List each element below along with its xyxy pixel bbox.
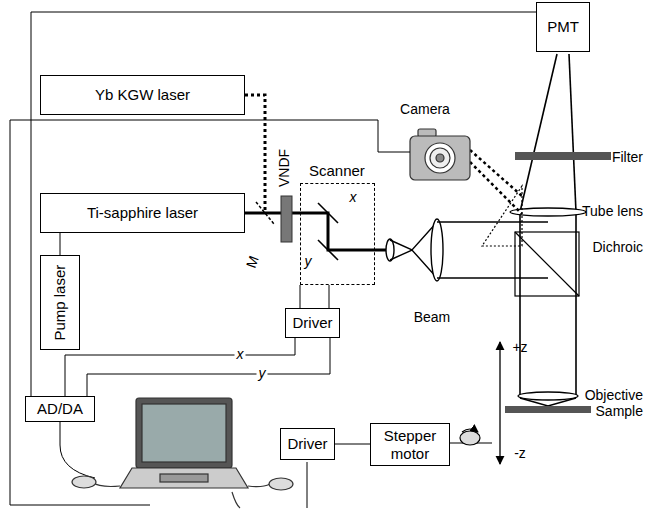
- signal-wire: [87, 338, 330, 396]
- signal-wire: [31, 12, 536, 396]
- sample-slide-stroke: [505, 406, 591, 413]
- part-label: Tube lens: [582, 204, 643, 219]
- beam-expander-stroke: [437, 277, 548, 279]
- part-label: Dichroic: [592, 240, 643, 255]
- scanner-box: Scanner: [300, 183, 375, 285]
- camera-rays: [470, 150, 522, 214]
- yb-beam: [245, 95, 265, 210]
- node-text: Yb KGW laser: [95, 86, 190, 103]
- part-label: y: [305, 254, 312, 269]
- laptop-computer-stroke: [160, 474, 208, 482]
- filter-bar-stroke: [515, 152, 611, 160]
- camera-icon-stroke: [430, 148, 450, 168]
- mirror-m: [256, 202, 274, 224]
- signal-wires: [10, 120, 410, 508]
- part-label: Filter: [612, 150, 643, 165]
- prism-stroke: [482, 186, 522, 246]
- node-text: Ti-sapphire laser: [87, 204, 198, 221]
- laser-beam-stroke: [245, 213, 390, 250]
- signal-wire: [60, 233, 61, 255]
- node-text: Pump laser: [51, 265, 68, 341]
- part-label: M: [244, 254, 262, 270]
- node-text: Stepper motor: [371, 427, 449, 462]
- signal-wires-stroke: [60, 422, 95, 478]
- laptop-computer-stroke: [269, 478, 293, 490]
- part-label: +z: [512, 340, 527, 355]
- laser-beam: [245, 213, 390, 250]
- laptop-computer-stroke: [248, 484, 270, 487]
- detection-path-stroke: [569, 54, 576, 212]
- beam-expander-stroke: [390, 250, 437, 278]
- scanner-mirrors-stroke: [318, 203, 338, 223]
- part-label: x: [350, 190, 357, 205]
- vndf-filter-stroke: [281, 196, 292, 242]
- detection-path-stroke: [519, 212, 521, 395]
- dichroic-cube-stroke: [515, 232, 579, 296]
- dichroic-cube-stroke: [515, 232, 579, 296]
- laptop-computer-stroke: [142, 404, 226, 462]
- beam-expander-stroke: [386, 239, 394, 261]
- beam-expander-stroke: [390, 222, 437, 250]
- detector-box: PMT: [536, 2, 590, 52]
- laser-box: Pump laser: [40, 255, 80, 350]
- rotation-symbol-stroke: [462, 429, 478, 432]
- signal-name: y: [257, 366, 268, 381]
- laptop-computer-stroke: [72, 476, 96, 488]
- part-label: VNDF: [277, 149, 292, 187]
- node-text: PMT: [547, 18, 579, 35]
- signal-wire: [335, 444, 370, 445]
- node-text: Scanner: [309, 162, 365, 179]
- signal-name: x: [235, 347, 246, 362]
- signal-wire: [329, 285, 330, 308]
- node-text: AD/DA: [37, 400, 83, 417]
- scanner-mirrors-stroke: [318, 240, 338, 260]
- motor-box: Stepper motor: [370, 423, 450, 466]
- mirror-m-stroke: [256, 202, 274, 224]
- detection-path-stroke: [520, 54, 557, 212]
- node-text: Driver: [293, 314, 333, 331]
- camera-icon-stroke: [425, 143, 455, 173]
- detection-path: [520, 54, 576, 406]
- vndf-filter: [281, 196, 292, 242]
- signal-wire: [300, 285, 301, 308]
- beam-expander-stroke: [437, 221, 548, 223]
- signal-wires-stroke: [307, 462, 308, 508]
- objective-lens: [518, 392, 578, 400]
- part-label: -z: [514, 446, 526, 461]
- laptop-computer-stroke: [232, 492, 240, 508]
- filter-bar: [515, 152, 611, 160]
- camera-icon-stroke: [410, 136, 470, 180]
- dichroic-cube: [515, 232, 579, 296]
- node-text: Driver: [288, 435, 328, 452]
- camera-icon: [410, 129, 470, 180]
- detection-path-stroke: [575, 212, 577, 395]
- signal-wires-stroke: [10, 120, 410, 505]
- scanner-mirrors: [318, 203, 338, 260]
- laptop-computer: [72, 398, 293, 508]
- camera-icon-stroke: [436, 154, 444, 162]
- rotation-symbol-stroke: [460, 431, 480, 445]
- yb-beam-stroke: [245, 95, 265, 210]
- laptop-computer-stroke: [136, 398, 232, 468]
- part-label: Objective: [585, 388, 643, 403]
- camera-rays-stroke: [470, 162, 522, 214]
- beam-expander: [386, 219, 548, 281]
- part-label: Camera: [400, 102, 450, 117]
- z-axis-arrow-stroke: [499, 342, 500, 464]
- z-axis-arrow: [499, 342, 500, 464]
- laptop-computer-stroke: [120, 468, 248, 488]
- part-label: Sample: [596, 404, 643, 419]
- beam-expander-stroke: [431, 219, 443, 281]
- laser-box: Yb KGW laser: [40, 75, 245, 115]
- driver-box: Driver: [280, 428, 335, 460]
- driver-box: Driver: [285, 308, 340, 338]
- signal-wire: [65, 338, 295, 396]
- prism: [482, 186, 522, 246]
- converter-box: AD/DA: [25, 396, 95, 422]
- part-label: Beam: [414, 310, 451, 325]
- laser-box: Ti-sapphire laser: [40, 193, 245, 233]
- sample-slide: [505, 406, 591, 413]
- objective-lens-stroke: [518, 392, 578, 400]
